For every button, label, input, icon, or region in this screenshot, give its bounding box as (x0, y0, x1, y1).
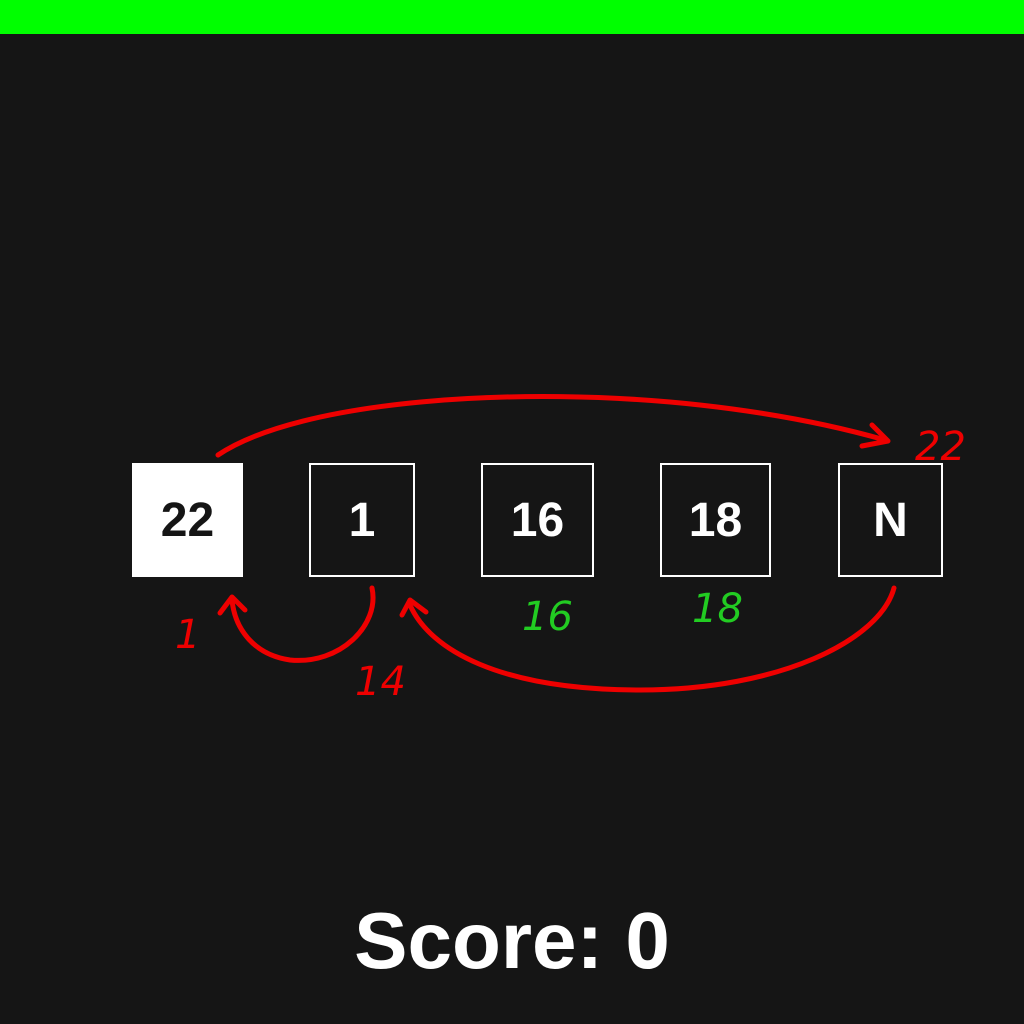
number-tile-4[interactable]: 18 (660, 463, 771, 577)
annotation-label-1: 1 (175, 612, 200, 658)
swap-arrow-left-arc (229, 585, 376, 663)
number-tile-2[interactable]: 1 (309, 463, 415, 577)
number-tile-3[interactable]: 16 (481, 463, 594, 577)
swap-arrow-top-head (859, 422, 891, 449)
annotation-label-18: 18 (692, 586, 743, 632)
number-tile-5[interactable]: N (838, 463, 943, 577)
swap-arrow-top-arc (215, 394, 888, 458)
swap-arrow-bottom-head (399, 597, 429, 618)
timer-bar (0, 0, 1024, 34)
swap-arrow-left-head (217, 594, 248, 616)
number-tile-1[interactable]: 22 (132, 463, 243, 577)
annotation-label-16: 16 (522, 594, 573, 640)
timer-fill (0, 0, 1024, 34)
annotation-label-14: 14 (355, 659, 406, 705)
swap-arrow-bottom-arc (407, 585, 897, 693)
score-display: Score: 0 (354, 896, 670, 985)
